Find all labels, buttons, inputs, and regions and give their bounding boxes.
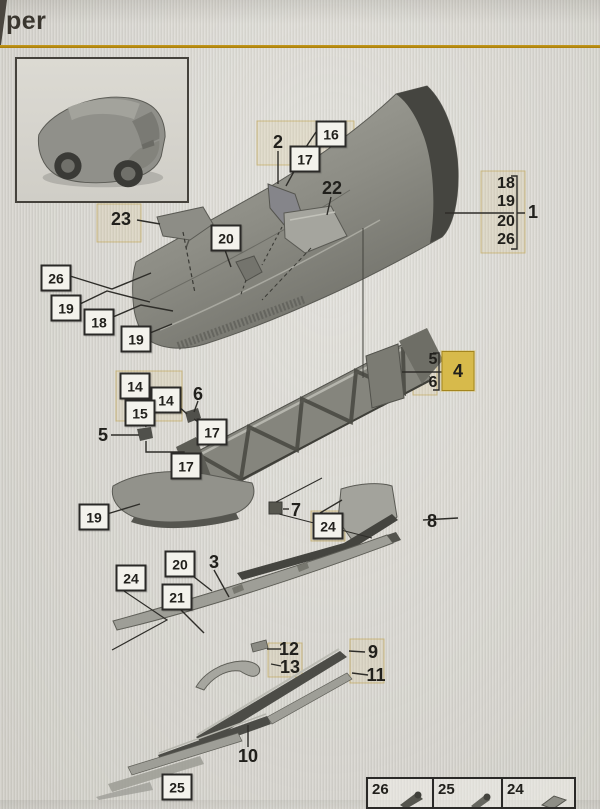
callout-17[interactable]: 17 <box>196 418 228 446</box>
callout-7[interactable]: 7 <box>290 500 302 520</box>
callout-6[interactable]: 6 <box>192 384 204 404</box>
callout-18[interactable]: 18 <box>83 308 115 336</box>
legend-cell-26[interactable]: 26 <box>366 777 434 809</box>
callout-4-selected[interactable]: 4 <box>441 351 475 391</box>
callout-19[interactable]: 19 <box>497 193 515 210</box>
legend-cell-25[interactable]: 25 <box>432 777 503 809</box>
callout-2[interactable]: 2 <box>272 132 284 152</box>
callout-20[interactable]: 20 <box>497 213 515 230</box>
callout-5[interactable]: 5 <box>428 351 438 368</box>
callout-17[interactable]: 17 <box>289 145 321 173</box>
callout-10[interactable]: 10 <box>237 746 259 766</box>
part-lower-blade[interactable] <box>112 532 401 631</box>
legend-cell-24[interactable]: 24 <box>501 777 576 809</box>
legend-number: 26 <box>372 781 389 798</box>
callout-19[interactable]: 19 <box>50 294 82 322</box>
fastener-thumbnail <box>400 791 423 807</box>
callout-6[interactable]: 6 <box>428 374 438 391</box>
vehicle-image <box>37 96 166 188</box>
callout-24[interactable]: 24 <box>115 564 147 592</box>
page-title: per <box>6 7 47 35</box>
part-trim-strips[interactable] <box>96 648 353 800</box>
callout-23[interactable]: 23 <box>110 209 132 229</box>
callout-17[interactable]: 17 <box>170 452 202 480</box>
callout-5[interactable]: 5 <box>97 425 109 445</box>
callout-25[interactable]: 25 <box>161 773 193 801</box>
fastener-thumbnail <box>471 793 491 807</box>
part-bracket-23[interactable] <box>156 206 214 249</box>
part-diffuser-corner[interactable] <box>237 483 398 580</box>
callout-8[interactable]: 8 <box>426 511 438 531</box>
callout-15[interactable]: 15 <box>124 399 156 427</box>
callout-19[interactable]: 19 <box>120 325 152 353</box>
leader-lines <box>69 131 525 747</box>
part-small-fasteners[interactable] <box>137 408 283 691</box>
callout-14[interactable]: 14 <box>119 372 151 400</box>
legend-number: 24 <box>507 781 524 798</box>
callout-19[interactable]: 19 <box>78 503 110 531</box>
part-plate-22[interactable] <box>283 205 348 254</box>
callout-14[interactable]: 14 <box>150 386 182 414</box>
part-lower-corner-left[interactable] <box>111 470 255 529</box>
accent-divider <box>0 45 600 48</box>
callout-20[interactable]: 20 <box>164 550 196 578</box>
callout-26[interactable]: 26 <box>40 264 72 292</box>
callout-20[interactable]: 20 <box>210 224 242 252</box>
callout-24[interactable]: 24 <box>312 512 344 540</box>
screen-edge-artifact <box>0 0 7 45</box>
callout-1[interactable]: 1 <box>527 202 539 222</box>
callout-12[interactable]: 12 <box>278 639 300 659</box>
callout-21[interactable]: 21 <box>161 583 193 611</box>
callout-26[interactable]: 26 <box>497 231 515 248</box>
callout-9[interactable]: 9 <box>367 642 379 662</box>
part-tow-cover[interactable] <box>235 255 263 282</box>
fastener-thumbnail <box>540 795 568 807</box>
callout-18[interactable]: 18 <box>497 175 515 192</box>
legend-number: 25 <box>438 781 455 798</box>
vehicle-thumbnail <box>15 57 189 203</box>
callout-16[interactable]: 16 <box>315 120 347 148</box>
callout-13[interactable]: 13 <box>279 657 301 677</box>
callout-11[interactable]: 11 <box>366 665 386 685</box>
callout-22[interactable]: 22 <box>321 178 343 198</box>
callout-3[interactable]: 3 <box>208 552 220 572</box>
